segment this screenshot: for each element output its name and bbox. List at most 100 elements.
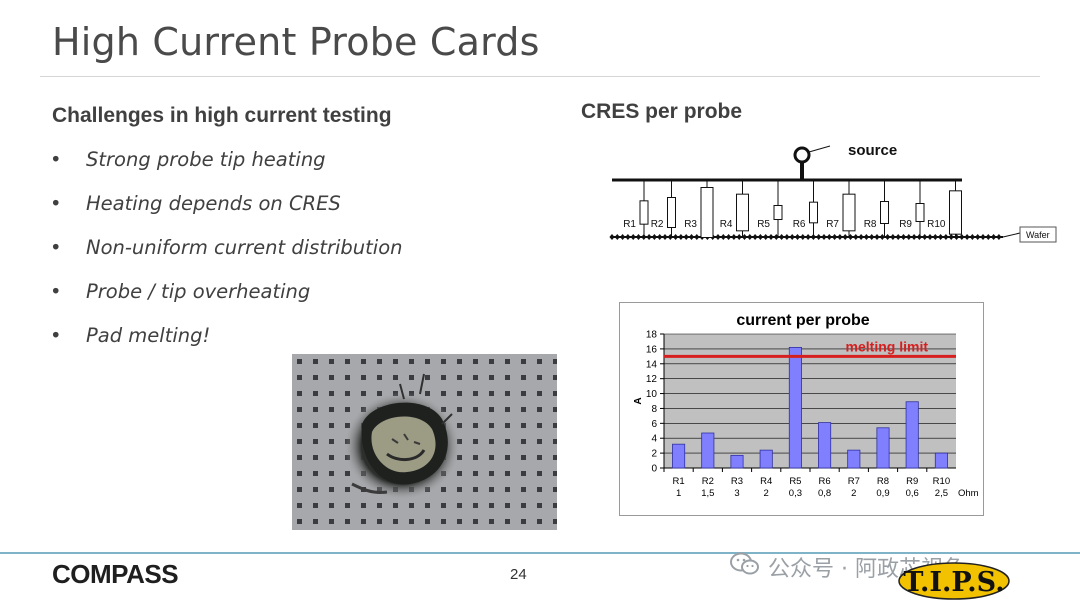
wafer-mark	[879, 234, 885, 240]
resistor-r3	[700, 187, 714, 238]
wafer-mark	[747, 234, 753, 240]
source-terminal	[793, 146, 811, 164]
current-chart-svg: current per probe024681012141618AR11R21,…	[633, 312, 979, 499]
wafer-mark	[726, 234, 732, 240]
resistor-r4	[736, 193, 749, 232]
wafer-mark	[741, 234, 748, 240]
bar-r7	[847, 449, 861, 469]
bar-r8	[876, 427, 890, 469]
wafer-mark	[609, 234, 615, 240]
wafer-mark	[694, 234, 700, 240]
wafer-mark	[911, 234, 917, 240]
y-tick-label: 6	[651, 419, 657, 430]
wafer-mark	[816, 234, 822, 240]
wafer-mark	[614, 234, 620, 240]
title-divider	[40, 76, 1040, 77]
bar-r9	[905, 401, 919, 469]
resistor-label: R8	[864, 219, 877, 230]
wafer-mark	[715, 234, 721, 240]
bar-r1	[672, 443, 686, 469]
x-tick-label: R4	[760, 476, 772, 487]
x-tick-label: R7	[848, 476, 860, 487]
wafer-mark	[927, 234, 933, 240]
resistance-label: 1,5	[701, 488, 714, 499]
wechat-icon	[730, 551, 760, 583]
wafer-mark	[943, 234, 949, 240]
x-tick-label: R1	[673, 476, 685, 487]
wafer-mark	[938, 234, 944, 240]
wafer-mark	[890, 234, 896, 240]
wafer-label: Wafer	[1026, 230, 1050, 240]
wafer-mark	[752, 234, 758, 240]
melting-limit-label: melting limit	[846, 338, 929, 354]
wafer-mark	[948, 234, 954, 240]
resistance-label: 3	[734, 488, 739, 499]
wafer-mark	[821, 234, 827, 240]
x-tick-label: R8	[877, 476, 889, 487]
y-tick-label: 8	[651, 404, 657, 415]
wafer-mark	[996, 234, 1002, 240]
bar-r5	[788, 347, 802, 469]
wafer-mark	[895, 234, 901, 240]
wafer-mark	[688, 234, 695, 240]
resistor-r7	[842, 193, 856, 232]
resistance-label: 0,8	[818, 488, 831, 499]
wafer-pointer	[1002, 232, 1021, 238]
chart-title: current per probe	[736, 312, 869, 329]
wafer-mark	[837, 234, 843, 240]
y-tick-label: 14	[646, 359, 658, 370]
wafer-mark	[975, 234, 981, 240]
bullet-icon: •	[50, 324, 62, 347]
x-tick-label: R2	[702, 476, 714, 487]
wafer-mark	[874, 234, 880, 240]
resistor-label: R9	[899, 219, 912, 230]
y-tick-label: 10	[646, 389, 658, 400]
wafer-mark	[985, 234, 991, 240]
wafer-mark	[922, 234, 928, 240]
resistance-label: 2	[764, 488, 769, 499]
wafer-mark	[651, 234, 657, 240]
resistor-r10	[949, 190, 962, 235]
y-tick-label: 2	[651, 449, 657, 460]
wafer-mark	[620, 234, 626, 240]
wafer-mark	[800, 234, 806, 240]
bar-r4	[759, 449, 773, 469]
resistance-label: 0,3	[789, 488, 802, 499]
wafer-mark	[657, 234, 663, 240]
resistance-label: 2,5	[935, 488, 948, 499]
wafer-mark	[858, 234, 864, 240]
x-unit-label: Ohm	[958, 488, 979, 499]
y-tick-label: 0	[651, 464, 657, 475]
resistance-label: 0,9	[876, 488, 889, 499]
bar-r3	[730, 454, 744, 469]
wafer-mark	[991, 234, 997, 240]
wafer-mark	[969, 234, 975, 240]
bullet-icon: •	[50, 280, 62, 303]
pad-melting-photo	[292, 354, 557, 530]
wafer-mark	[625, 234, 631, 240]
resistor-label: R4	[720, 219, 733, 230]
bar-r2	[701, 432, 715, 469]
resistor-r6	[809, 201, 818, 224]
x-tick-label: R6	[819, 476, 831, 487]
resistance-label: 0,6	[906, 488, 919, 499]
y-tick-label: 12	[646, 374, 658, 385]
source-label: source	[848, 142, 897, 159]
wafer-mark	[832, 234, 838, 240]
wafer-mark	[953, 234, 960, 240]
wafer-mark	[773, 234, 779, 240]
wafer-mark	[916, 234, 922, 240]
wafer-mark	[794, 234, 801, 240]
bullet-icon: •	[50, 192, 62, 215]
bullet-icon: •	[50, 148, 62, 171]
bullet-icon: •	[50, 236, 62, 259]
wafer-mark	[842, 234, 848, 240]
wafer-mark	[805, 234, 811, 240]
resistance-label: 1	[676, 488, 681, 499]
resistor-r8	[880, 201, 889, 224]
wafer-mark	[900, 234, 907, 240]
wafer-mark	[779, 234, 785, 240]
footer-divider	[0, 552, 1080, 554]
wafer-mark	[885, 234, 891, 240]
